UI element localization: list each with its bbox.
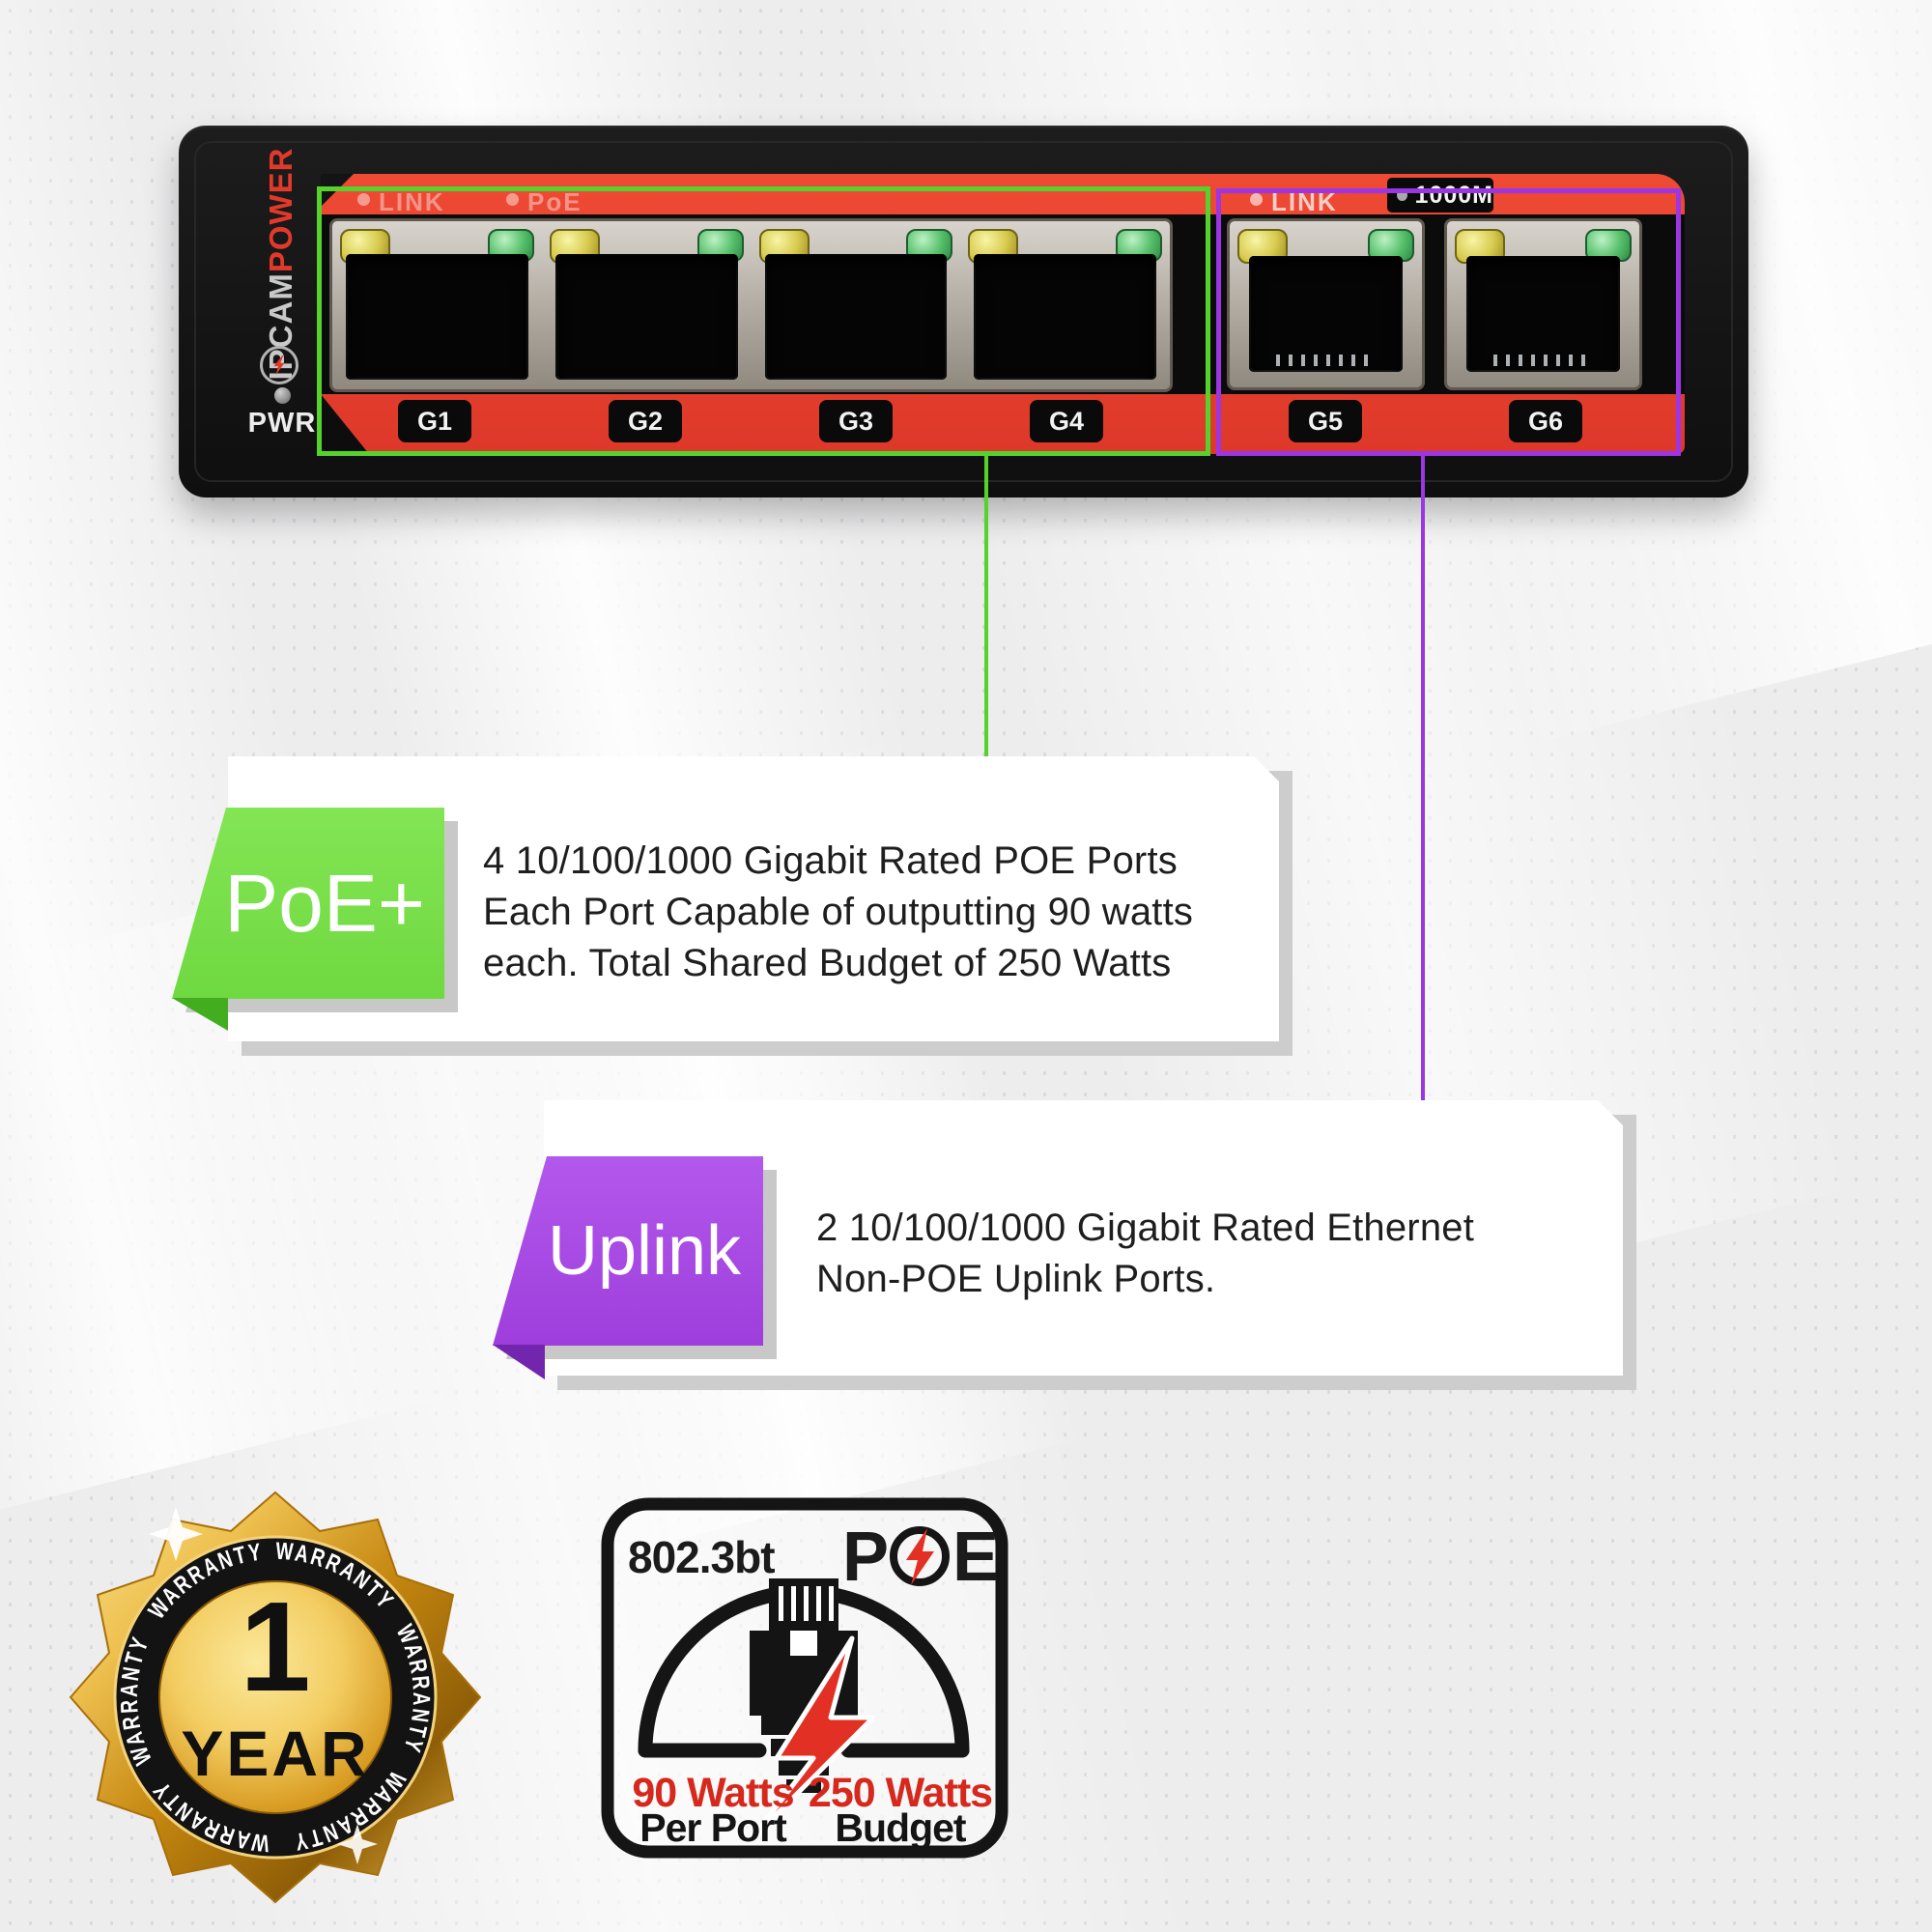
- speed-label: 1000M: [1414, 181, 1493, 209]
- badge-center: [158, 1580, 392, 1814]
- uplink-group-outline: [1216, 188, 1681, 456]
- port-opening: [764, 254, 948, 380]
- power-label: PWR: [247, 408, 317, 439]
- rj45-port-g3: [752, 221, 961, 389]
- poe-switch-device: IPCAMPOWER PWR LINK PoE LINK 1000M: [179, 126, 1748, 497]
- poe-ribbon: PoE+: [172, 808, 444, 999]
- poe-group-outline: [317, 186, 1210, 456]
- port-label-g6: G6: [1509, 400, 1582, 442]
- poe-logo-o-circle: [890, 1526, 950, 1586]
- poe-port-block: [329, 218, 1173, 392]
- port-opening: [974, 254, 1156, 380]
- poe-callout-line: [984, 454, 988, 758]
- speed-led-dot: [1397, 189, 1407, 201]
- standard-label: 802.3bt: [628, 1532, 775, 1582]
- port-label-g2: G2: [609, 400, 682, 442]
- port-label-g1: G1: [398, 400, 471, 442]
- uplink-callout-text: 2 10/100/1000 Gigabit Rated Ethernet Non…: [816, 1203, 1474, 1305]
- lightning-bolt-icon: [273, 355, 285, 375]
- warranty-year-number: 1: [240, 1576, 310, 1718]
- link-led-dot: [357, 193, 370, 206]
- budget-label: Budget: [835, 1805, 967, 1850]
- poe-callout-line3: each. Total Shared Budget of 250 Watts: [483, 942, 1172, 984]
- lightning-bolt-icon: [749, 1635, 876, 1842]
- watts-per-port-label: Per Port: [639, 1805, 787, 1850]
- poe-standard-badge: 802.3bt P E 90 Watts Per Port 250 Watts …: [601, 1497, 1009, 1859]
- switch-bezel: [194, 141, 1733, 482]
- rj45-port-g5: [1227, 218, 1425, 390]
- port-label-g3: G3: [819, 400, 893, 442]
- port-pins: [1493, 355, 1593, 366]
- port-opening: [1466, 256, 1620, 372]
- link-label-left: LINK: [379, 187, 445, 216]
- warranty-badge: WARRANTY WARRANTY WARRANTY WARRANTY WARR…: [69, 1491, 482, 1904]
- uplink-callout-line: [1421, 454, 1425, 1102]
- link-led-dot: [1250, 193, 1263, 206]
- uplink-callout-line1: 2 10/100/1000 Gigabit Rated Ethernet: [816, 1207, 1475, 1249]
- poe-logo-p: P: [842, 1519, 889, 1596]
- brand-part-power: POWER: [263, 147, 298, 273]
- port-opening: [1249, 256, 1403, 372]
- sparkle-icon: [337, 1824, 378, 1864]
- sparkle-icon: [149, 1507, 203, 1561]
- poe-led-dot: [506, 193, 519, 206]
- rj45-port-g1: [332, 221, 542, 389]
- uplink-callout-line2: Non-POE Uplink Ports.: [816, 1258, 1216, 1300]
- port-pins: [1276, 355, 1376, 366]
- watts-per-port-value: 90 Watts: [632, 1770, 793, 1816]
- port-label-g5: G5: [1289, 400, 1362, 442]
- poe-callout-line1: 4 10/100/1000 Gigabit Rated POE Ports: [483, 839, 1178, 882]
- power-led: [274, 387, 291, 404]
- rj45-port-g4: [960, 221, 1170, 389]
- rj45-port-g2: [542, 221, 752, 389]
- switch-faceplate: LINK PoE LINK 1000M: [321, 174, 1685, 454]
- budget-value: 250 Watts: [809, 1770, 992, 1816]
- port-opening: [554, 254, 738, 380]
- uplink-ribbon: Uplink: [493, 1156, 763, 1346]
- poe-logo-e: E: [952, 1519, 999, 1596]
- speed-chip: 1000M: [1387, 178, 1493, 213]
- poe-callout-text: 4 10/100/1000 Gigabit Rated POE Ports Ea…: [483, 836, 1193, 989]
- poe-logo-bolt-icon: [906, 1528, 934, 1585]
- port-opening: [346, 254, 528, 380]
- port-label-g4: G4: [1030, 400, 1103, 442]
- poe-label-left: PoE: [527, 187, 582, 216]
- brand-lightning-logo: [260, 346, 298, 384]
- rj45-port-g6: [1444, 218, 1642, 390]
- poe-callout-line2: Each Port Capable of outputting 90 watts: [483, 891, 1194, 933]
- warranty-year-unit: YEAR: [181, 1718, 369, 1789]
